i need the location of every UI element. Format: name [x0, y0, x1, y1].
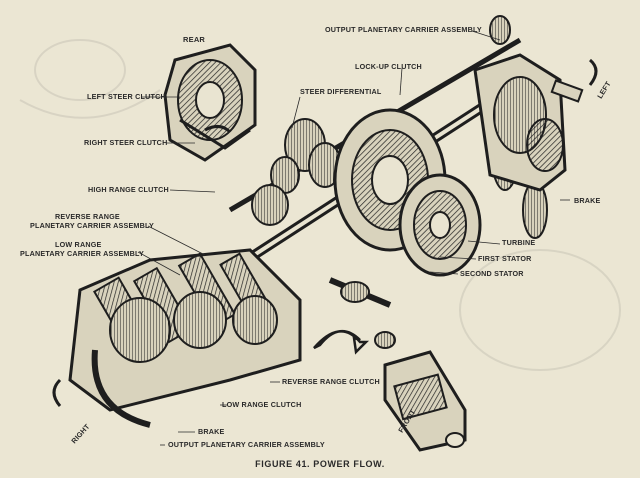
label-low-range-planetary-1: LOW RANGE [55, 240, 102, 249]
label-reverse-range-clutch: REVERSE RANGE CLUTCH [282, 377, 380, 386]
label-output-planetary-bottom: OUTPUT PLANETARY CARRIER ASSEMBLY [168, 440, 325, 449]
label-brake-bottom: BRAKE [198, 427, 225, 436]
left-output-planetary [473, 15, 584, 192]
steer-differential [251, 118, 342, 226]
label-left-steer-clutch: LEFT STEER CLUTCH [87, 92, 166, 101]
label-high-range-clutch: HIGH RANGE CLUTCH [88, 185, 169, 194]
label-second-stator: SECOND STATOR [460, 269, 524, 278]
steer-clutch-housing [163, 43, 257, 162]
label-first-stator: FIRST STATOR [478, 254, 532, 263]
label-low-range-planetary-2: PLANETARY CARRIER ASSEMBLY [20, 249, 144, 258]
label-steer-differential: STEER DIFFERENTIAL [300, 87, 382, 96]
figure-caption: FIGURE 41. POWER FLOW. [255, 459, 385, 469]
front-input-assembly [340, 281, 467, 452]
callout-leader-lines [137, 30, 570, 446]
label-reverse-range-planetary-1: REVERSE RANGE [55, 212, 120, 221]
label-brake-right: BRAKE [574, 196, 601, 205]
label-rear: REAR [183, 35, 206, 44]
torque-converter [333, 108, 548, 277]
rotation-arrow-icons [52, 58, 598, 407]
label-output-planetary-top: OUTPUT PLANETARY CARRIER ASSEMBLY [325, 25, 482, 34]
label-low-range-clutch: LOW RANGE CLUTCH [222, 400, 302, 409]
range-clutch-pack [68, 248, 302, 428]
label-turbine: TURBINE [502, 238, 536, 247]
label-right-steer-clutch: RIGHT STEER CLUTCH [84, 138, 168, 147]
ghost-background-sketch [19, 39, 621, 371]
label-lock-up-clutch: LOCK-UP CLUTCH [355, 62, 422, 71]
label-reverse-range-planetary-2: PLANETARY CARRIER ASSEMBLY [30, 221, 154, 230]
